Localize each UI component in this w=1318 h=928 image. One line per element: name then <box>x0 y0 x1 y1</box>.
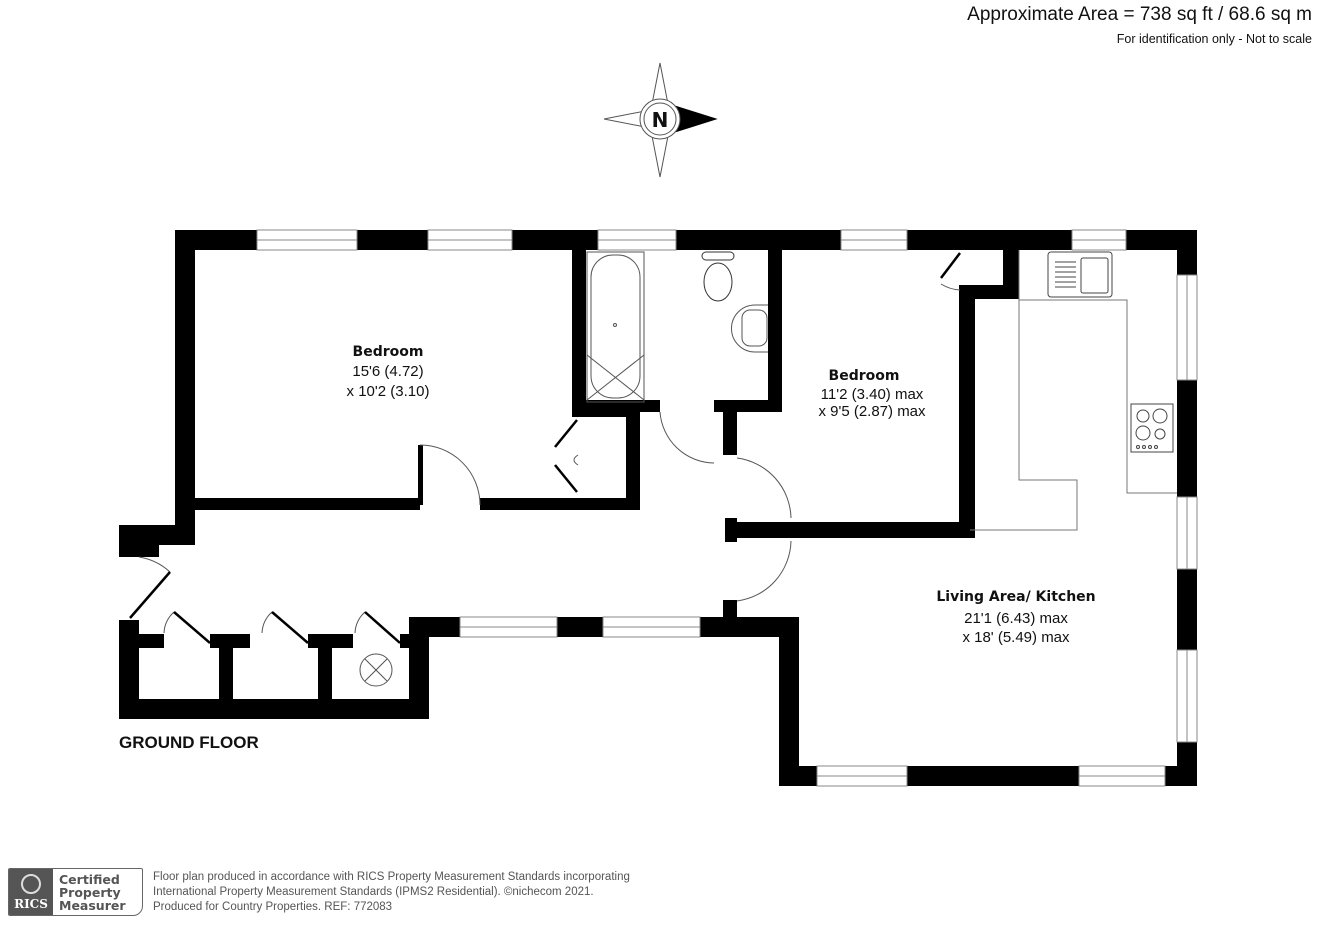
compass-north-label: N <box>652 108 669 132</box>
rics-logo: RICS <box>9 869 53 915</box>
room-1-dim-width: x 10'2 (3.10) <box>347 383 430 400</box>
rics-brand: RICS <box>14 896 48 911</box>
door-leaves <box>129 252 961 644</box>
floor-label: GROUND FLOOR <box>119 733 259 752</box>
compass-rose-icon <box>603 62 718 178</box>
bathtub-icon <box>586 251 645 403</box>
toilet-icon <box>701 251 735 302</box>
footer: RICS Certified Property Measurer Floor p… <box>8 868 630 916</box>
windows <box>256 229 1198 787</box>
doors <box>138 283 961 634</box>
room-1-dim-length: 15'6 (4.72) <box>352 363 423 380</box>
sink-icon <box>1047 251 1113 298</box>
kitchen-counter <box>970 250 1177 531</box>
walls <box>119 230 1197 786</box>
footer-line-2: International Property Measurement Stand… <box>153 886 594 898</box>
footer-disclaimer: Floor plan produced in accordance with R… <box>153 870 630 915</box>
room-2-dim-length: 11'2 (3.40) max <box>821 386 924 403</box>
scale-disclaimer: For identification only - Not to scale <box>1116 32 1312 46</box>
floor-plan: N <box>119 62 1198 787</box>
room-2-name: Bedroom <box>829 368 900 384</box>
rics-badge-text: Certified Property Measurer <box>53 869 132 915</box>
approximate-area: Approximate Area = 738 sq ft / 68.6 sq m <box>967 4 1312 25</box>
footer-line-3: Produced for Country Properties. REF: 77… <box>153 901 393 913</box>
footer-line-1: Floor plan produced in accordance with R… <box>153 871 630 883</box>
badge-line-1: Certified <box>59 872 120 887</box>
boiler-icon <box>359 653 393 687</box>
rics-lion-icon <box>21 873 41 894</box>
room-3-dim-width: x 18' (5.49) max <box>962 629 1070 646</box>
room-3-name: Living Area/ Kitchen <box>936 589 1095 605</box>
rics-certified-badge: RICS Certified Property Measurer <box>8 868 143 916</box>
badge-line-2: Property <box>59 885 121 900</box>
room-2-dim-width: x 9'5 (2.87) max <box>818 403 926 420</box>
room-3-dim-length: 21'1 (6.43) max <box>964 610 1068 627</box>
hob-icon <box>1130 403 1174 453</box>
room-1-name: Bedroom <box>353 344 424 360</box>
badge-line-3: Measurer <box>59 898 126 913</box>
basin-icon <box>731 304 768 353</box>
